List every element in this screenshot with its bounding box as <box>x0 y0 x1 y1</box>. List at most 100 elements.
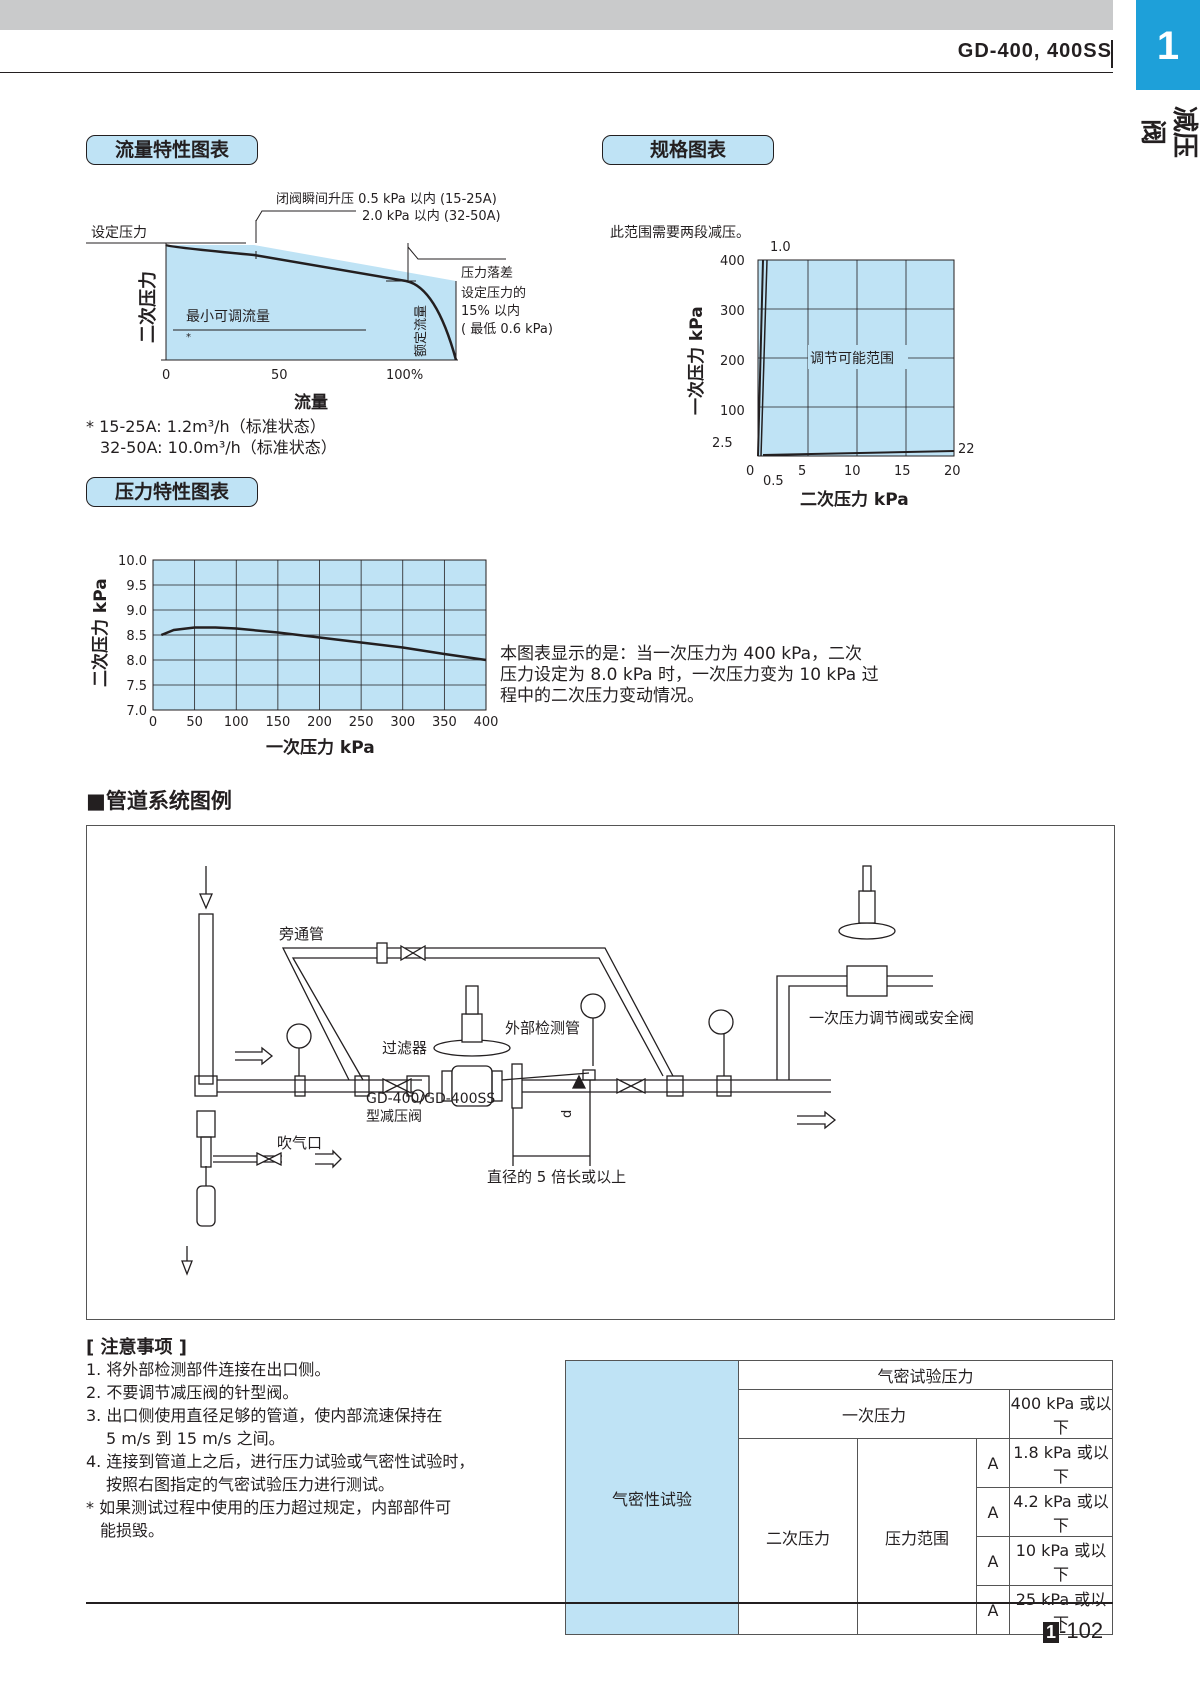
range-header: 压力范围 <box>857 1438 977 1635</box>
airtight-header: 气密性试验 <box>565 1360 739 1635</box>
set-pressure-label: 设定压力 <box>91 225 147 241</box>
pressure-xtick-0: 0 <box>149 715 157 730</box>
pressure-xtick-4: 200 <box>307 715 332 730</box>
notes-list: 1. 将外部检测部件连接在出口侧。 2. 不要调节减压阀的针型阀。 3. 出口侧… <box>86 1358 474 1542</box>
pressure-ytick-2: 9.0 <box>126 604 147 619</box>
model-name: GD-400, 400SS <box>957 40 1112 62</box>
pressure-frame <box>152 559 487 711</box>
pressure-xtick-2: 100 <box>224 715 249 730</box>
flow-xtick-0: 0 <box>162 368 170 383</box>
footer-rule <box>86 1602 1113 1604</box>
page-number: 1-102 <box>1043 1618 1103 1644</box>
range-code-3: A <box>976 1536 1010 1586</box>
range-code-1: A <box>976 1438 1010 1488</box>
rated-label: 额定流量 <box>414 305 429 357</box>
pressure-ytick-6: 7.0 <box>126 704 147 719</box>
spec-chart-pill: 规格图表 <box>602 135 774 165</box>
notes-title: [ 注意事项 ] <box>86 1337 187 1358</box>
spec-xtick-2: 5 <box>798 464 806 479</box>
note-line-2: 2. 不要调节减压阀的针型阀。 <box>86 1383 299 1402</box>
spec-frame <box>757 259 955 457</box>
header-divider <box>1111 40 1113 68</box>
range-value-3: 10 kPa 或以下 <box>1009 1536 1113 1586</box>
spec-chart: 调节可能范围 此范围需要两段减压。 1.0 22 400 300 200 100… <box>610 224 975 510</box>
range-value-2: 4.2 kPa 或以下 <box>1009 1487 1113 1537</box>
spec-ytick-2: 200 <box>720 354 745 369</box>
range-value-4: 25 kPa 或以下 <box>1009 1585 1113 1635</box>
note-line-3: 3. 出口侧使用直径足够的管道，使内部流速保持在 <box>86 1406 443 1425</box>
note-line-7: * 如果测试过程中使用的压力超过规定，内部部件可 <box>86 1498 452 1517</box>
note-line-6: 按照右图指定的气密试验压力进行测试。 <box>106 1475 395 1494</box>
region-bg <box>808 345 908 369</box>
flow-foot-1: * 15-25A: 1.2m³/h（标准状态） <box>86 417 326 436</box>
close-leader <box>255 210 356 222</box>
pressure-series-line <box>160 626 487 662</box>
spec-ytick-4: 2.5 <box>712 436 733 451</box>
range-value-1: 1.8 kPa 或以下 <box>1009 1438 1113 1488</box>
pressure-ytick-3: 8.5 <box>126 629 147 644</box>
flow-xlabel: 流量 <box>294 392 328 413</box>
airtight-table: 气密性试验 气密试验压力 一次压力 400 kPa 或以下 二次压力 压力范围 … <box>565 1360 1113 1635</box>
note-line-4: 5 m/s 到 15 m/s 之间。 <box>106 1429 285 1448</box>
range-code-4: A <box>976 1585 1010 1635</box>
piping-diagram: 旁通管 外部检测管 过滤器 GD-400/GD-400SS 型减压阀 吹气口 直… <box>86 825 1115 1320</box>
spec-left-bound <box>757 259 764 457</box>
note-line-1: 1. 将外部检测部件连接在出口侧。 <box>86 1360 331 1379</box>
pressure-xtick-7: 350 <box>432 715 457 730</box>
pressure-ytick-0: 10.0 <box>118 554 147 569</box>
note-line-5: 4. 连接到管道上之后，进行压力试验或气密性试验时， <box>86 1452 475 1471</box>
close-note-2: 2.0 kPa 以内 (32-50A) <box>362 208 501 224</box>
spec-ytick-1: 300 <box>720 304 745 319</box>
blow-label: 吹气口 <box>277 1134 322 1152</box>
spec-xlabel: 二次压力 kPa <box>800 489 909 510</box>
pressure-xtick-3: 150 <box>265 715 290 730</box>
pressure-xtick-8: 400 <box>474 715 499 730</box>
pressure-ytick-5: 7.5 <box>126 679 147 694</box>
spec-xtick-0: 0 <box>746 464 754 479</box>
drop-note-1: 压力落差 <box>461 266 513 281</box>
spec-label-right: 22 <box>958 442 975 457</box>
diameter-label: 直径的 5 倍长或以上 <box>487 1168 626 1186</box>
spec-xtick-3: 10 <box>844 464 861 479</box>
side-title: 减压阀 <box>1137 105 1199 158</box>
min-flow-label: 最小可调流量 <box>186 309 270 325</box>
spec-left-bound-2 <box>760 259 768 457</box>
spec-region: 调节可能范围 <box>810 350 894 367</box>
primary-header: 一次压力 <box>738 1389 1010 1439</box>
spec-ylabel: 一次压力 kPa <box>686 306 707 415</box>
flow-chart-area <box>166 245 456 360</box>
primary-valve-label: 一次压力调节阀或安全阀 <box>809 1009 974 1027</box>
pressure-xtick-1: 50 <box>186 715 203 730</box>
external-label: 外部检测管 <box>505 1019 580 1037</box>
secondary-header: 二次压力 <box>738 1438 858 1635</box>
spec-xtick-4: 15 <box>894 464 911 479</box>
piping-svg: 旁通管 外部检测管 过滤器 GD-400/GD-400SS 型减压阀 吹气口 直… <box>181 865 974 1276</box>
flow-chart: 设定压力 闭阀瞬间升压 0.5 kPa 以内 (15-25A) 2.0 kPa … <box>86 191 553 457</box>
piping-title: ■管道系统图例 <box>86 789 232 813</box>
header-bar <box>0 0 1113 30</box>
pressure-chart-pill: 压力特性图表 <box>86 477 258 507</box>
drop-note-2: 设定压力的 <box>461 285 526 301</box>
spec-label-top: 1.0 <box>770 240 791 255</box>
flow-ylabel: 二次压力 <box>137 271 159 343</box>
header-rule <box>0 72 1113 73</box>
page-chapter: 1 <box>1043 1622 1060 1643</box>
flow-xtick-2: 100% <box>386 368 423 383</box>
d-label: d <box>560 1110 575 1118</box>
pressure-xlabel: 一次压力 kPa <box>266 737 375 758</box>
pressure-ytick-4: 8.0 <box>126 654 147 669</box>
page-suffix: -102 <box>1059 1618 1104 1643</box>
test-pressure-header: 气密试验压力 <box>738 1360 1113 1390</box>
pressure-xtick-5: 250 <box>349 715 374 730</box>
filter-label: 过滤器 <box>382 1039 427 1057</box>
primary-value: 400 kPa 或以下 <box>1009 1389 1113 1439</box>
spec-ytick-3: 100 <box>720 404 745 419</box>
spec-bottom-bound <box>762 450 955 456</box>
note-line-8: 能损毁。 <box>100 1521 165 1540</box>
spec-note: 此范围需要两段减压。 <box>610 224 750 241</box>
pressure-desc-1: 本图表显示的是：当一次压力为 400 kPa，二次 <box>500 644 863 664</box>
spec-xtick-1: 0.5 <box>763 474 784 489</box>
chapter-tab: 1 <box>1136 0 1200 90</box>
pressure-desc-3: 程中的二次压力变动情况。 <box>500 686 704 706</box>
